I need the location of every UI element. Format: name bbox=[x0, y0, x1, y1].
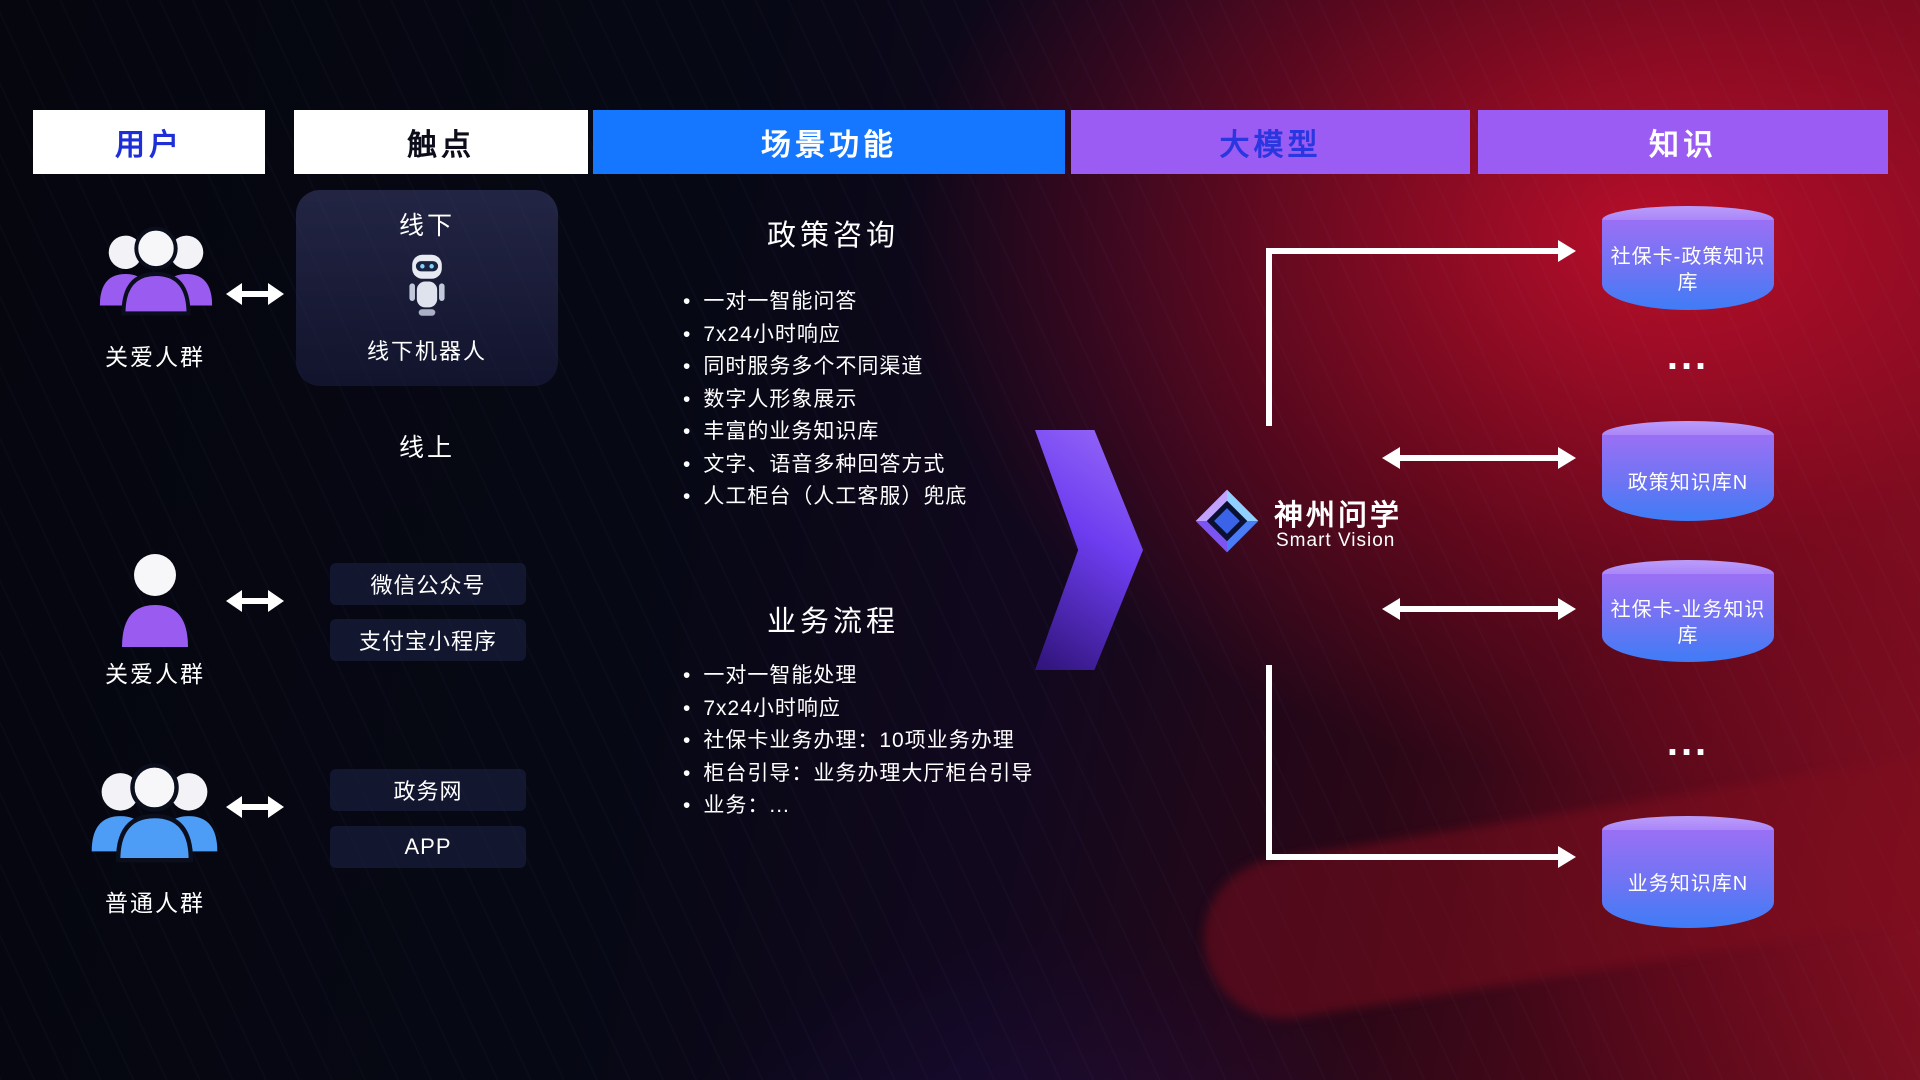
group-people-icon bbox=[91, 763, 218, 863]
column-header-users: 用户 bbox=[33, 110, 265, 174]
offline-robot-label: 线下机器人 bbox=[366, 339, 487, 364]
knowledge-cylinder: 社保卡-政策知识库 bbox=[1602, 206, 1774, 310]
online-label: 线上 bbox=[398, 434, 455, 462]
channel-wechat: 微信公众号 bbox=[330, 563, 526, 605]
scenario-list-business: 一对一智能处理 7x24小时响应 社保卡业务办理：10项业务办理 柜台引导：业务… bbox=[683, 660, 1123, 823]
double-arrow-icon bbox=[226, 283, 284, 305]
background-red-swoosh bbox=[1192, 749, 1920, 1031]
group-people-icon bbox=[99, 226, 213, 316]
channel-alipay-miniprogram: 支付宝小程序 bbox=[330, 619, 526, 661]
offline-touchpoint-card: 线下 线下机器人 bbox=[296, 190, 558, 386]
user-group-label: 普通人群 bbox=[105, 890, 205, 916]
column-header-touchpoints: 触点 bbox=[294, 110, 588, 174]
knowledge-cylinder: 社保卡-业务知识库 bbox=[1602, 560, 1774, 662]
scenario-list-policy: 一对一智能问答 7x24小时响应 同时服务多个不同渠道 数字人形象展示 丰富的业… bbox=[683, 286, 1123, 514]
model-name: 神州问学 bbox=[1274, 500, 1403, 532]
scenario-title-business: 业务流程 bbox=[766, 606, 899, 638]
scenario-bullet: 7x24小时响应 bbox=[683, 319, 1123, 352]
column-header-scenarios: 场景功能 bbox=[593, 110, 1065, 174]
double-arrow-icon bbox=[226, 590, 284, 612]
column-header-model: 大模型 bbox=[1071, 110, 1470, 174]
cylinder-label: 政策知识库N bbox=[1627, 472, 1749, 494]
double-arrow-icon bbox=[226, 796, 284, 818]
ellipsis: ... bbox=[1666, 334, 1710, 378]
robot-icon bbox=[409, 254, 445, 316]
scenario-bullet: 数字人形象展示 bbox=[683, 384, 1123, 417]
scenario-bullet: 文字、语音多种回答方式 bbox=[683, 449, 1123, 482]
user-group-label: 关爱人群 bbox=[105, 344, 205, 370]
user-group-label: 关爱人群 bbox=[105, 661, 205, 687]
scenario-bullet: 柜台引导：业务办理大厅柜台引导 bbox=[683, 758, 1123, 791]
flow-arrow bbox=[1035, 430, 1143, 670]
ellipsis: ... bbox=[1666, 720, 1710, 764]
knowledge-cylinder: 业务知识库N bbox=[1602, 816, 1774, 928]
offline-label: 线下 bbox=[398, 212, 455, 240]
column-header-knowledge: 知识 bbox=[1478, 110, 1888, 174]
scenario-bullet: 人工柜台（人工客服）兜底 bbox=[683, 481, 1123, 514]
cylinder-label: 社保卡-政策知识库 bbox=[1610, 246, 1766, 294]
knowledge-cylinder: 政策知识库N bbox=[1602, 421, 1774, 521]
scenario-title-policy: 政策咨询 bbox=[766, 220, 899, 252]
scenario-bullet: 业务：... bbox=[683, 790, 1123, 823]
channel-gov-web: 政务网 bbox=[330, 769, 526, 811]
scenario-bullet: 7x24小时响应 bbox=[683, 693, 1123, 726]
scenario-bullet: 一对一智能处理 bbox=[683, 660, 1123, 693]
cylinder-label: 业务知识库N bbox=[1627, 873, 1749, 895]
channel-app: APP bbox=[330, 826, 526, 868]
scenario-bullet: 丰富的业务知识库 bbox=[683, 416, 1123, 449]
scenario-bullet: 同时服务多个不同渠道 bbox=[683, 351, 1123, 384]
diamond-logo-icon bbox=[1195, 489, 1259, 553]
scenario-bullet: 一对一智能问答 bbox=[683, 286, 1123, 319]
person-icon bbox=[122, 554, 188, 647]
cylinder-label: 社保卡-业务知识库 bbox=[1610, 599, 1766, 647]
scenario-bullet: 社保卡业务办理：10项业务办理 bbox=[683, 725, 1123, 758]
model-subtitle: Smart Vision bbox=[1276, 530, 1396, 551]
